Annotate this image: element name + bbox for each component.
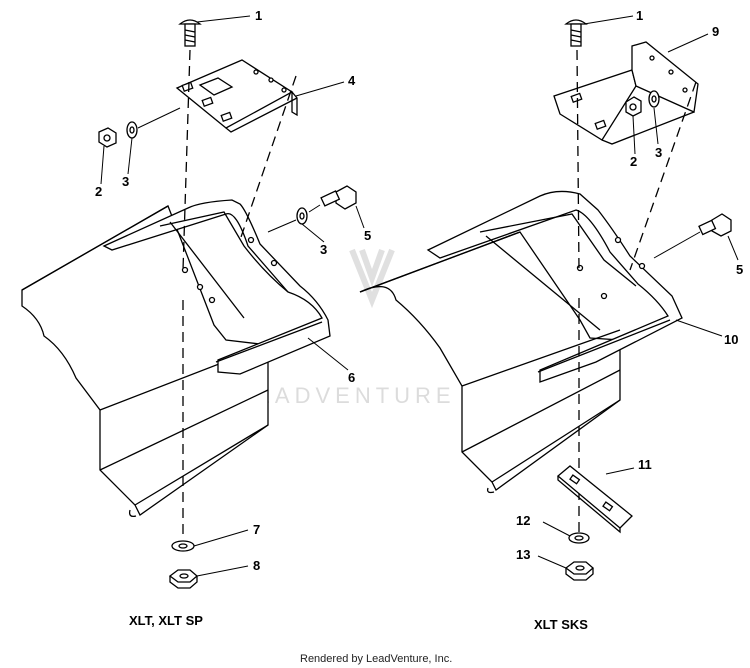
angle-bracket-9 [553,41,699,145]
label-part-11: 11 [638,457,652,472]
washer-12 [568,532,590,544]
flange-nut-2-right [625,96,642,117]
washer-3-right [648,90,660,108]
label-part-8: 8 [253,558,260,573]
leader-3-right [653,107,659,145]
leader-2-left [100,145,105,185]
label-part-1-right: 1 [636,8,643,23]
leader-4 [295,81,345,97]
mounting-bracket-4 [175,59,298,133]
washer-7 [171,540,195,552]
leader-washer-to-bracket [137,107,181,129]
label-part-13: 13 [516,547,530,562]
flange-nut-2-left [98,127,117,148]
label-part-2-left: 2 [95,184,102,199]
right-assembly: 1 9 2 3 5 10 11 12 13 XLT SKS [359,8,743,632]
left-assembly: 1 4 2 3 3 5 6 7 8 XLT, XLT SP [21,8,371,628]
hex-bolt-5-left [320,185,357,210]
leader-5-right [727,235,739,261]
leader-1-right [583,15,634,25]
carriage-bolt-1-right [564,19,588,47]
watermark-text: LEADVENTURE [238,383,456,408]
label-part-7: 7 [253,522,260,537]
label-part-2-right: 2 [630,154,637,169]
label-part-5-left: 5 [364,228,371,243]
chassis-body-left [21,205,269,518]
leader-5-left [355,205,365,229]
label-part-5-right: 5 [736,262,743,277]
flange-nut-8 [168,569,198,589]
label-part-12: 12 [516,513,530,528]
leader-1-left [196,15,251,23]
leader-3b-left [301,223,325,243]
washer-3-left-side [296,207,308,225]
leader-6 [307,337,349,371]
label-part-4: 4 [348,73,356,88]
alignment-line-top-left [182,49,191,271]
label-part-3-right: 3 [655,145,662,160]
leader-13 [537,555,567,569]
leader-bolt-to-chassis-right [653,231,701,259]
footer-credit: Rendered by LeadVenture, Inc. [300,653,452,665]
label-part-9: 9 [712,24,719,39]
alignment-line-bracket-left [239,75,297,241]
hex-bolt-5-right [698,213,732,237]
leader-12 [542,521,571,537]
skid-plate-11 [556,465,633,534]
leadventure-watermark: LEADVENTURE [238,248,456,408]
caption-left: XLT, XLT SP [129,613,203,628]
washer-3-left-top [126,121,138,139]
leader-washer-to-chassis [267,219,297,233]
leader-11 [605,467,635,475]
carriage-bolt-1-left [178,19,202,47]
leader-10 [675,319,723,337]
label-part-1-left: 1 [255,8,262,23]
leader-2-right [632,115,636,155]
caption-right: XLT SKS [534,617,588,632]
leader-8 [196,565,249,577]
alignment-line-top-right [576,49,580,271]
label-part-10: 10 [724,332,738,347]
leader-9 [667,33,709,53]
label-part-6: 6 [348,370,355,385]
chassis-body-right [359,231,621,494]
pan-tray-10 [426,190,683,383]
leader-bolt-to-washer [308,204,321,213]
leader-3a-left [127,137,133,175]
label-part-3a-left: 3 [122,174,129,189]
flange-nut-13 [564,561,594,581]
leader-7 [193,529,249,547]
label-part-3b-left: 3 [320,242,327,257]
alignment-line-bracket-right [629,81,697,271]
pan-tray-6 [102,199,331,375]
